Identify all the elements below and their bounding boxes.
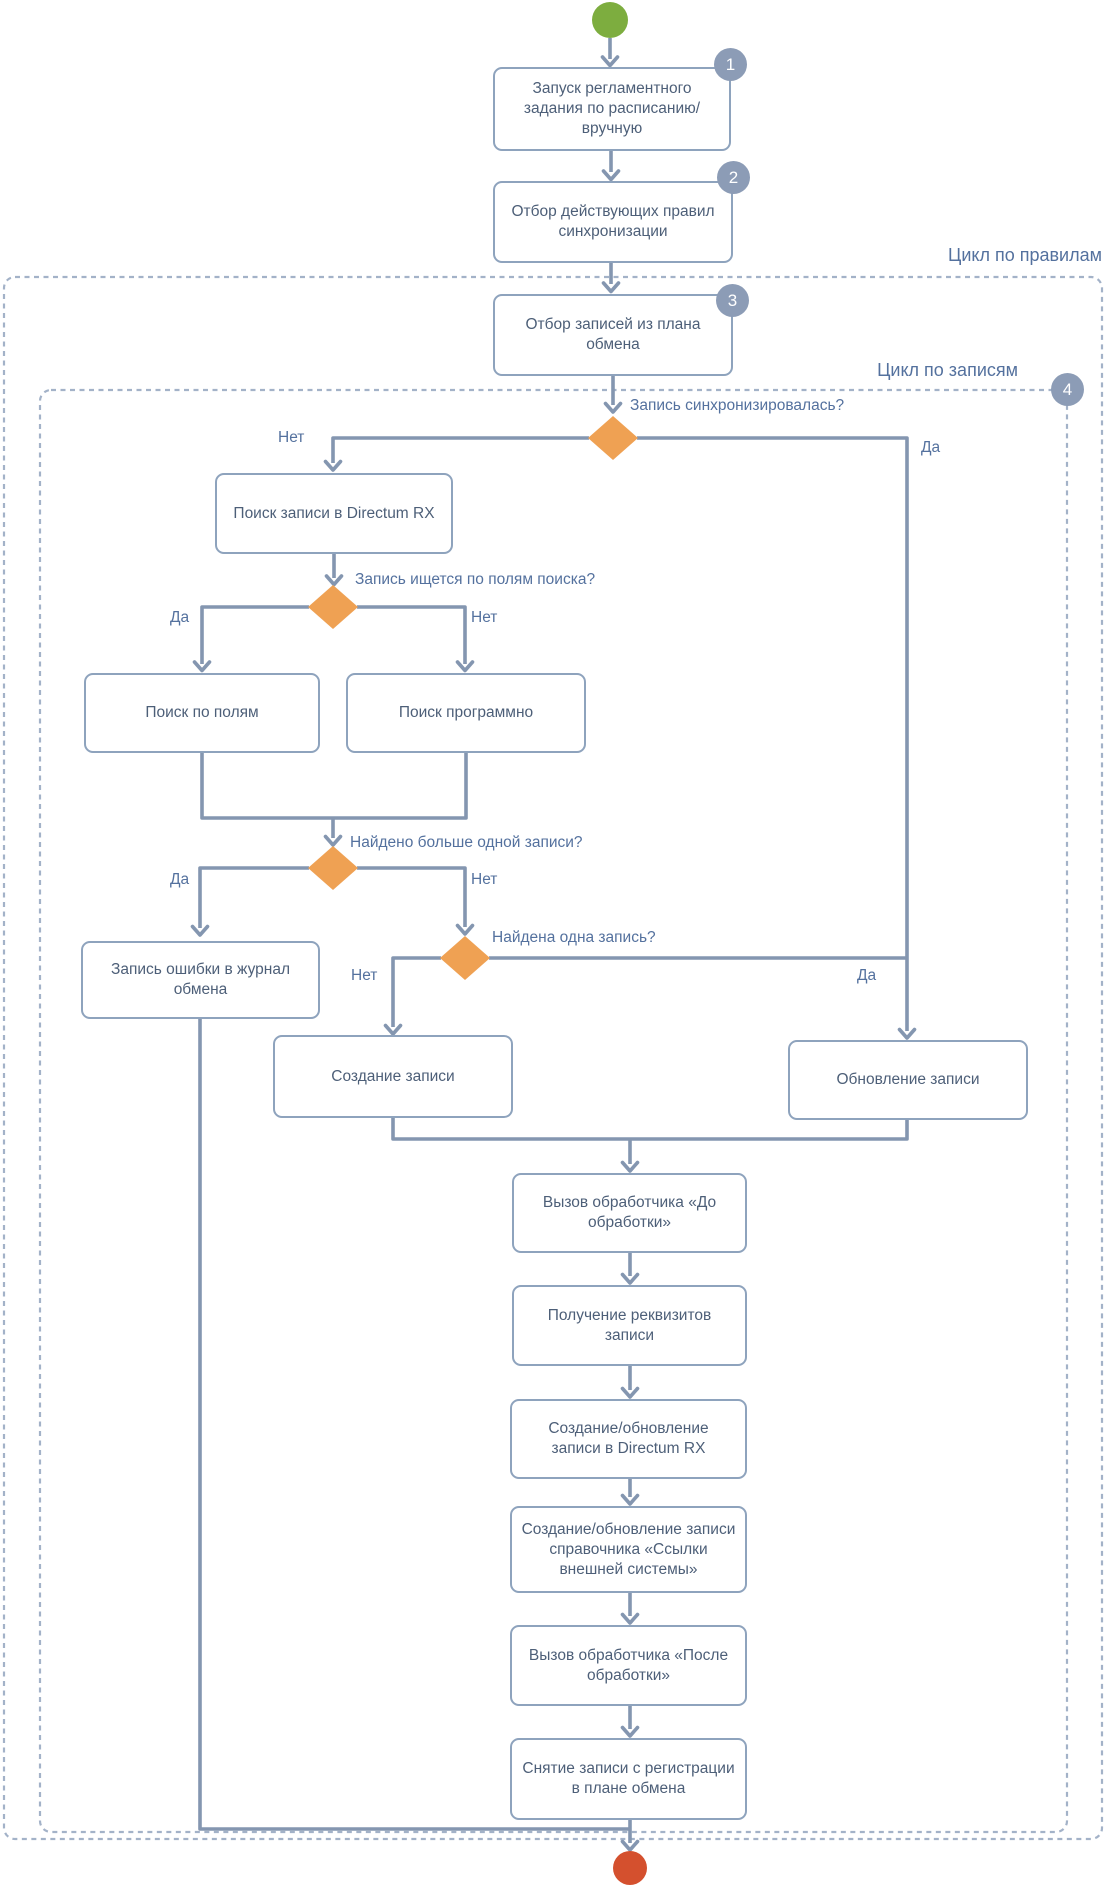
node-create: Создание записи	[273, 1035, 513, 1118]
edge-label-one-found-yes: Да	[857, 967, 877, 984]
node-step1: Запуск регламентного задания по расписан…	[493, 67, 731, 151]
edge-label-by-fields-yes: Да	[170, 609, 190, 626]
decision-synced-label: Запись синхронизировалась?	[630, 397, 845, 414]
decision-more-than-one-label: Найдено больше одной записи?	[350, 834, 583, 851]
decision-more-than-one-diamond	[308, 846, 358, 890]
edge-label-by-fields-no: Нет	[471, 609, 498, 626]
node-step2: Отбор действующих правил синхронизации	[493, 181, 733, 263]
node-search-fields: Поиск по полям	[84, 673, 320, 753]
decision-by-fields-diamond	[308, 585, 358, 629]
edge-label-one-found-no: Нет	[351, 967, 378, 984]
start-node	[592, 2, 628, 38]
node-create-update-rx: Создание/обновление записи в Directum RX	[510, 1399, 747, 1479]
node-unregister: Снятие записи с регистрации в плане обме…	[510, 1738, 747, 1820]
node-before-handler: Вызов обработчика «До обработки»	[512, 1173, 747, 1253]
badge-3: 3	[716, 284, 749, 317]
badge-4: 4	[1051, 373, 1084, 406]
node-update: Обновление записи	[788, 1040, 1028, 1120]
badge-1: 1	[714, 48, 747, 81]
node-search-rx: Поиск записи в Directum RX	[215, 473, 453, 554]
node-step3: Отбор записей из плана обмена	[493, 294, 733, 376]
end-node	[613, 1851, 647, 1885]
decision-one-found-label: Найдена одна запись?	[492, 929, 656, 946]
decision-synced-diamond	[588, 416, 638, 460]
loop-label-records: Цикл по записям	[877, 360, 1018, 380]
loop-rules-boundary	[2, 275, 1104, 1841]
node-error-log: Запись ошибки в журнал обмена	[81, 941, 320, 1019]
node-get-attrs: Получение реквизитов записи	[512, 1285, 747, 1366]
decision-diamonds	[308, 416, 638, 980]
loop-records-boundary	[38, 388, 1069, 1834]
decision-one-found-diamond	[440, 936, 490, 980]
node-create-update-extlink: Создание/обновление записи справочника «…	[510, 1506, 747, 1593]
node-search-program: Поиск программно	[346, 673, 586, 753]
arrowheads	[190, 55, 917, 1852]
badge-2: 2	[717, 161, 750, 194]
loop-boundaries	[2, 275, 1104, 1841]
decision-by-fields-label: Запись ищется по полям поиска?	[355, 571, 596, 588]
edge-label-more-than-one-no: Нет	[471, 871, 498, 888]
edge-label-synced-yes: Да	[921, 439, 941, 456]
loop-label-rules: Цикл по правилам	[948, 245, 1102, 265]
connector-lines	[198, 38, 909, 1843]
node-after-handler: Вызов обработчика «После обработки»	[510, 1625, 747, 1706]
edge-label-more-than-one-yes: Да	[170, 871, 190, 888]
edge-label-synced-no: Нет	[278, 429, 305, 446]
